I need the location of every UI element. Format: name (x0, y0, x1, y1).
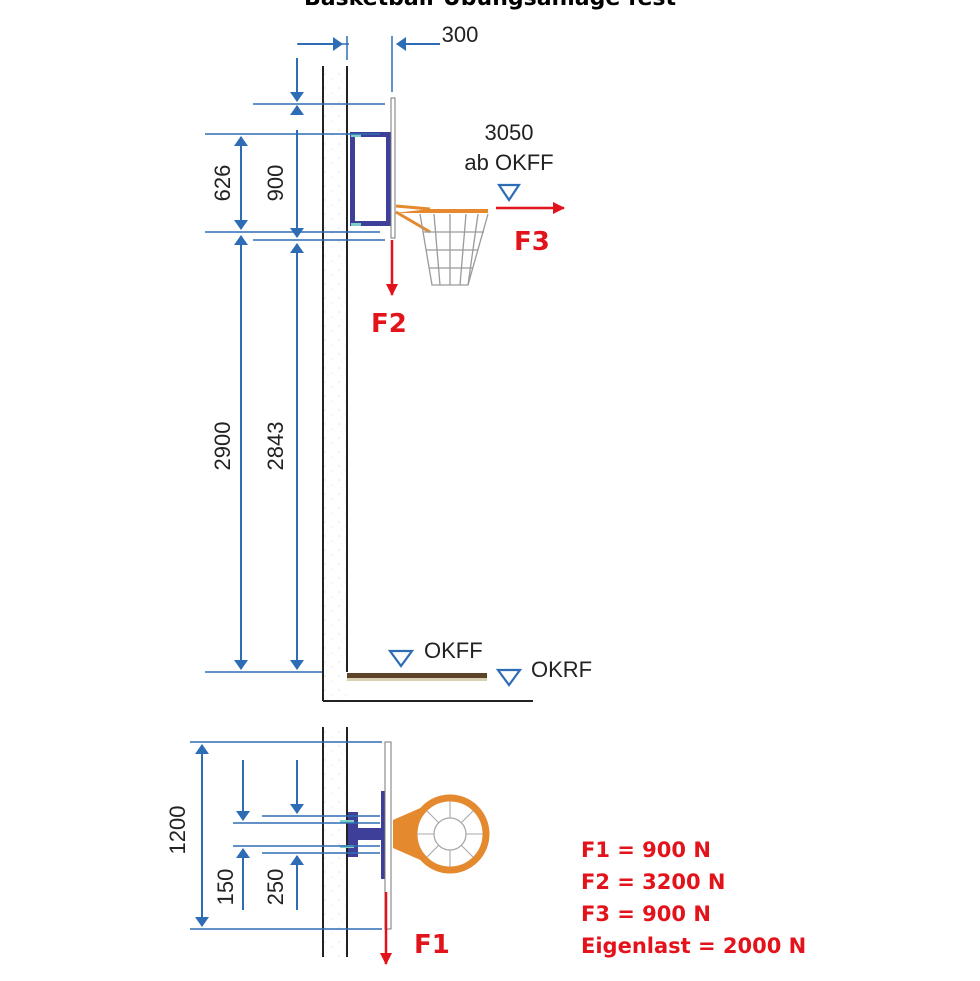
ring-level-triangle (496, 183, 522, 202)
dim-projection: 300 (442, 22, 479, 47)
load-f2: F2 = 3200 N (581, 870, 726, 894)
plan-backboard (384, 741, 392, 930)
dim-upper-626: 626 (210, 165, 235, 202)
dim-plan-250: 250 (263, 869, 288, 906)
level-okff-label: OKFF (424, 638, 483, 663)
force-f2-label: F2 (371, 309, 407, 339)
dim-plan-1200: 1200 (165, 806, 190, 855)
level-okrf-label: OKRF (531, 657, 592, 682)
load-list: F1 = 900 N F2 = 3200 N F3 = 900 N Eigenl… (581, 838, 806, 958)
force-arrows (386, 202, 565, 296)
wall-plan (322, 727, 348, 957)
wall-elevation (322, 66, 533, 702)
wall-bracket (350, 132, 392, 226)
dimension-chains (234, 37, 440, 670)
floor-slab (347, 673, 487, 681)
force-f1-label: F1 (414, 930, 450, 960)
basket-net (419, 213, 489, 286)
dim-upper-900: 900 (263, 165, 288, 202)
backboard (390, 97, 396, 239)
force-f3-label: F3 (514, 227, 550, 257)
plan-reference-lines (190, 741, 382, 930)
okrf-level-triangle (495, 668, 523, 687)
load-f3: F3 = 900 N (581, 902, 711, 926)
dim-ring-height-ref: ab OKFF (464, 150, 553, 175)
page-title: Basketball-Übungsanlage fest (0, 0, 980, 11)
load-eigenlast: Eigenlast = 2000 N (581, 934, 806, 958)
load-f1: F1 = 900 N (581, 838, 711, 862)
level-markers (387, 183, 523, 687)
plan-dimension-chains (195, 744, 304, 927)
reference-lines (205, 36, 393, 673)
dim-ring-height: 3050 (485, 120, 534, 145)
okff-level-triangle (387, 649, 415, 668)
dim-lower-2900: 2900 (210, 422, 235, 471)
dim-plan-150: 150 (213, 869, 238, 906)
plan-rim (393, 794, 490, 874)
basket-rim (394, 204, 488, 234)
dim-lower-2843: 2843 (263, 422, 288, 471)
